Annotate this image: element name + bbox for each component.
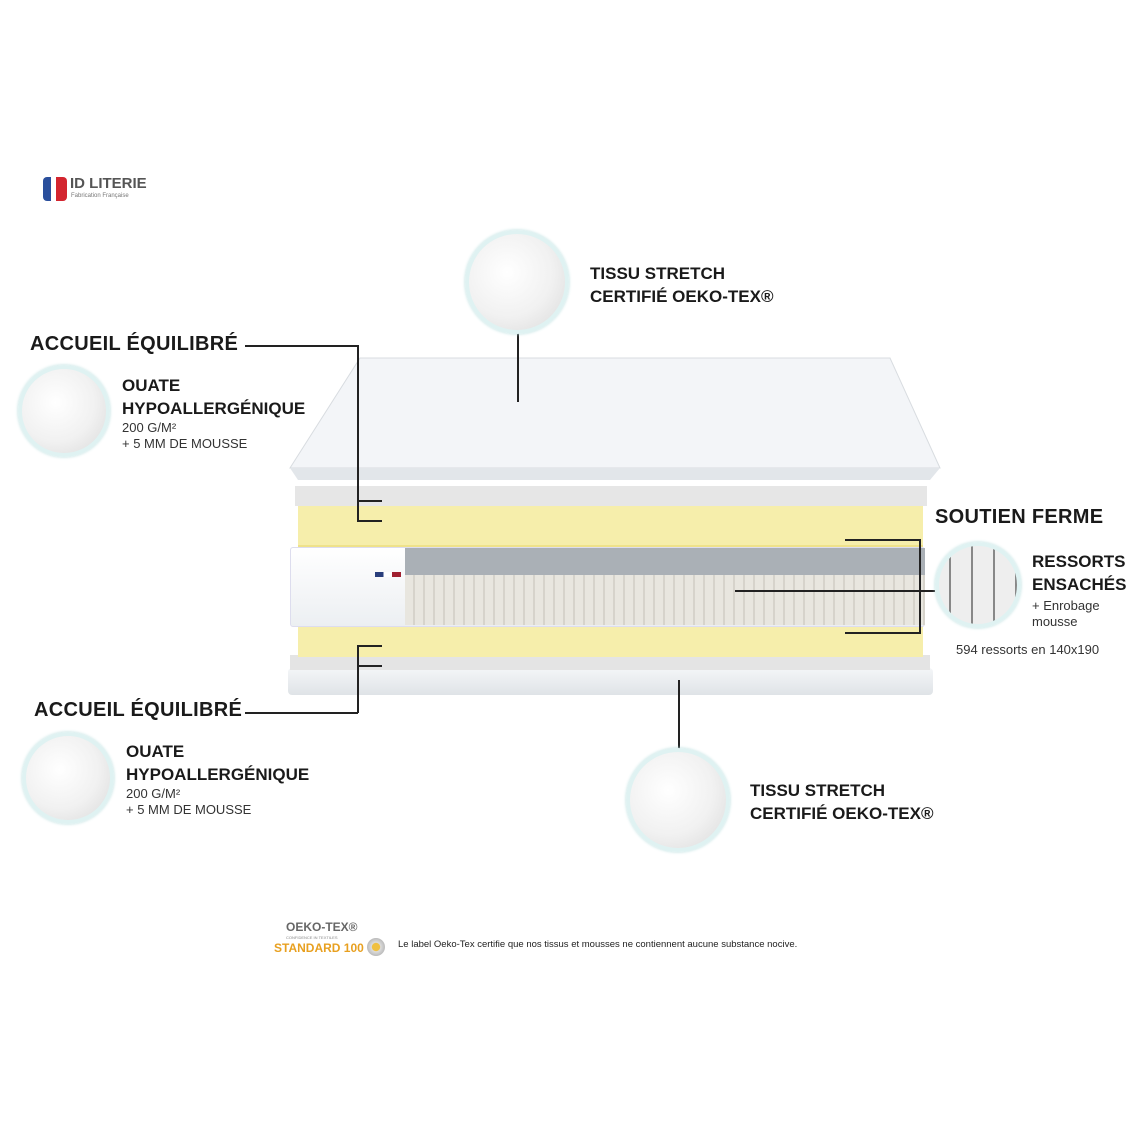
comfort-bottom-title2: HYPOALLERGÉNIQUE xyxy=(126,765,310,784)
comfort-top-heading: ACCUEIL ÉQUILIBRÉ xyxy=(30,333,239,355)
spring-count: 594 ressorts en 140x190 xyxy=(956,642,1100,657)
comfort-bottom-heading: ACCUEIL ÉQUILIBRÉ xyxy=(34,699,243,721)
comfort-bottom-details: OUATE HYPOALLERGÉNIQUE 200 G/M² + 5 MM D… xyxy=(126,740,309,818)
oeko-flower-icon xyxy=(367,938,385,956)
brand-logo: ID LITERIE Fabrication Française xyxy=(43,175,153,205)
oeko-tex-badge: OEKO-TEX® CONFIDENCE IN TEXTILES STANDAR… xyxy=(274,920,394,960)
connector-comfort-top-v xyxy=(357,345,359,521)
comfort-bottom-detail2: + 5 MM DE MOUSSE xyxy=(126,802,252,817)
pocket-springs xyxy=(405,575,925,625)
connector-support-b xyxy=(845,632,921,634)
comfort-bottom-detail1: 200 G/M² xyxy=(126,786,181,801)
oeko-tagline: CONFIDENCE IN TEXTILES xyxy=(286,935,338,940)
comfort-top-title1: OUATE xyxy=(122,376,181,395)
flag-logo-mark xyxy=(43,177,67,201)
bottom-foam-layer xyxy=(298,625,923,657)
comfort-top-details: OUATE HYPOALLERGÉNIQUE 200 G/M² + 5 MM D… xyxy=(122,374,305,452)
connector-comfort-bottom-v xyxy=(357,645,359,713)
wadding-swatch-top xyxy=(18,365,110,457)
bottom-fabric-label: TISSU STRETCH CERTIFIÉ OEKO-TEX® xyxy=(750,779,933,825)
top-fabric-line2: CERTIFIÉ OEKO-TEX® xyxy=(590,287,774,306)
comfort-bottom-title1: OUATE xyxy=(126,742,185,761)
connector-comfort-top-t1 xyxy=(357,500,382,502)
top-foam-layer xyxy=(298,505,923,547)
support-title1: RESSORTS xyxy=(1032,552,1126,571)
support-heading: SOUTIEN FERME xyxy=(935,506,1104,528)
bottom-fabric-swatch xyxy=(626,748,730,852)
top-fabric-label: TISSU STRETCH CERTIFIÉ OEKO-TEX® xyxy=(590,262,773,308)
support-detail1: + Enrobage xyxy=(1032,598,1100,613)
connector-comfort-top-t2 xyxy=(357,520,382,522)
top-fabric-swatch xyxy=(465,230,569,334)
mattress-top-quilted-panel xyxy=(289,357,941,480)
top-wadding-layer xyxy=(295,486,927,506)
connector-comfort-bottom xyxy=(245,712,358,714)
connector-support xyxy=(845,539,921,541)
connector-top-fabric xyxy=(517,332,519,402)
oeko-brand: OEKO-TEX® xyxy=(286,920,358,934)
support-title2: ENSACHÉS xyxy=(1032,575,1127,594)
connector-support-v xyxy=(919,539,921,633)
connector-comfort-bottom-t1 xyxy=(357,645,382,647)
connector-bottom-fabric xyxy=(678,680,680,750)
connector-comfort-bottom-t2 xyxy=(357,665,382,667)
wadding-swatch-bottom xyxy=(22,732,114,824)
bottom-fabric-line2: CERTIFIÉ OEKO-TEX® xyxy=(750,804,934,823)
logo-brand: ID LITERIE xyxy=(70,175,147,192)
connector-springs xyxy=(735,590,935,592)
springs-swatch xyxy=(935,542,1021,628)
spring-core-band xyxy=(405,548,925,575)
support-details: RESSORTS ENSACHÉS + Enrobage mousse xyxy=(1032,550,1126,630)
top-fabric-line1: TISSU STRETCH xyxy=(590,264,726,283)
comfort-top-detail1: 200 G/M² xyxy=(122,420,177,435)
bottom-fabric-line1: TISSU STRETCH xyxy=(750,781,886,800)
mattress-bottom-fabric xyxy=(288,668,933,695)
logo-tagline: Fabrication Française xyxy=(71,193,129,199)
oeko-note: Le label Oeko-Tex certifie que nos tissu… xyxy=(398,939,798,950)
connector-comfort-top xyxy=(245,345,358,347)
comfort-top-detail2: + 5 MM DE MOUSSE xyxy=(122,436,248,451)
oeko-standard: STANDARD 100 xyxy=(274,941,364,955)
support-detail2: mousse xyxy=(1032,614,1078,629)
comfort-top-title2: HYPOALLERGÉNIQUE xyxy=(122,399,306,418)
bottom-wadding-layer xyxy=(290,655,930,670)
mini-flag-icon xyxy=(375,572,401,577)
